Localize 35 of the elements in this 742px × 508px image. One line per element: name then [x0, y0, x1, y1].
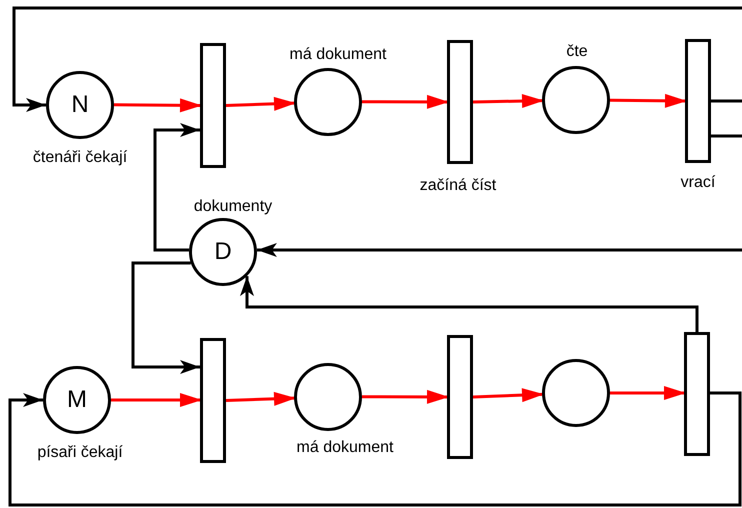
arrow	[610, 94, 687, 108]
arrow	[472, 388, 544, 402]
arrow	[362, 390, 449, 404]
arrow	[610, 386, 686, 400]
transition-label: začíná číst	[420, 177, 496, 195]
transition-bar	[684, 332, 710, 456]
place-label: čtenáři čekají	[32, 149, 128, 167]
transition-bar	[447, 40, 473, 164]
transition-bar	[447, 335, 473, 459]
transition-bar	[685, 39, 711, 163]
place-name: N	[71, 93, 89, 117]
arrow	[240, 276, 698, 332]
arrow	[111, 393, 202, 407]
place-label: písaři čekají	[37, 444, 123, 462]
place-label: má dokument	[296, 439, 394, 457]
arrow	[226, 392, 296, 406]
place-name: D	[214, 240, 232, 264]
arrow	[8, 392, 742, 506]
place-label: dokumenty	[194, 198, 272, 216]
transition-bar	[200, 43, 226, 168]
connector-line	[711, 134, 742, 138]
arrow	[114, 98, 202, 112]
place-label: čte	[566, 43, 588, 61]
transition-label: vrací	[680, 174, 716, 192]
arrow	[472, 94, 544, 108]
arrow	[132, 262, 200, 374]
arrow	[256, 243, 742, 257]
connector-line	[711, 100, 742, 102]
place-label: má dokument	[290, 46, 386, 64]
arrow	[226, 96, 296, 111]
transition-bar	[200, 338, 226, 463]
arrow	[12, 6, 742, 112]
arrow	[362, 94, 449, 109]
arrow	[154, 123, 200, 252]
place-name: M	[67, 388, 87, 412]
